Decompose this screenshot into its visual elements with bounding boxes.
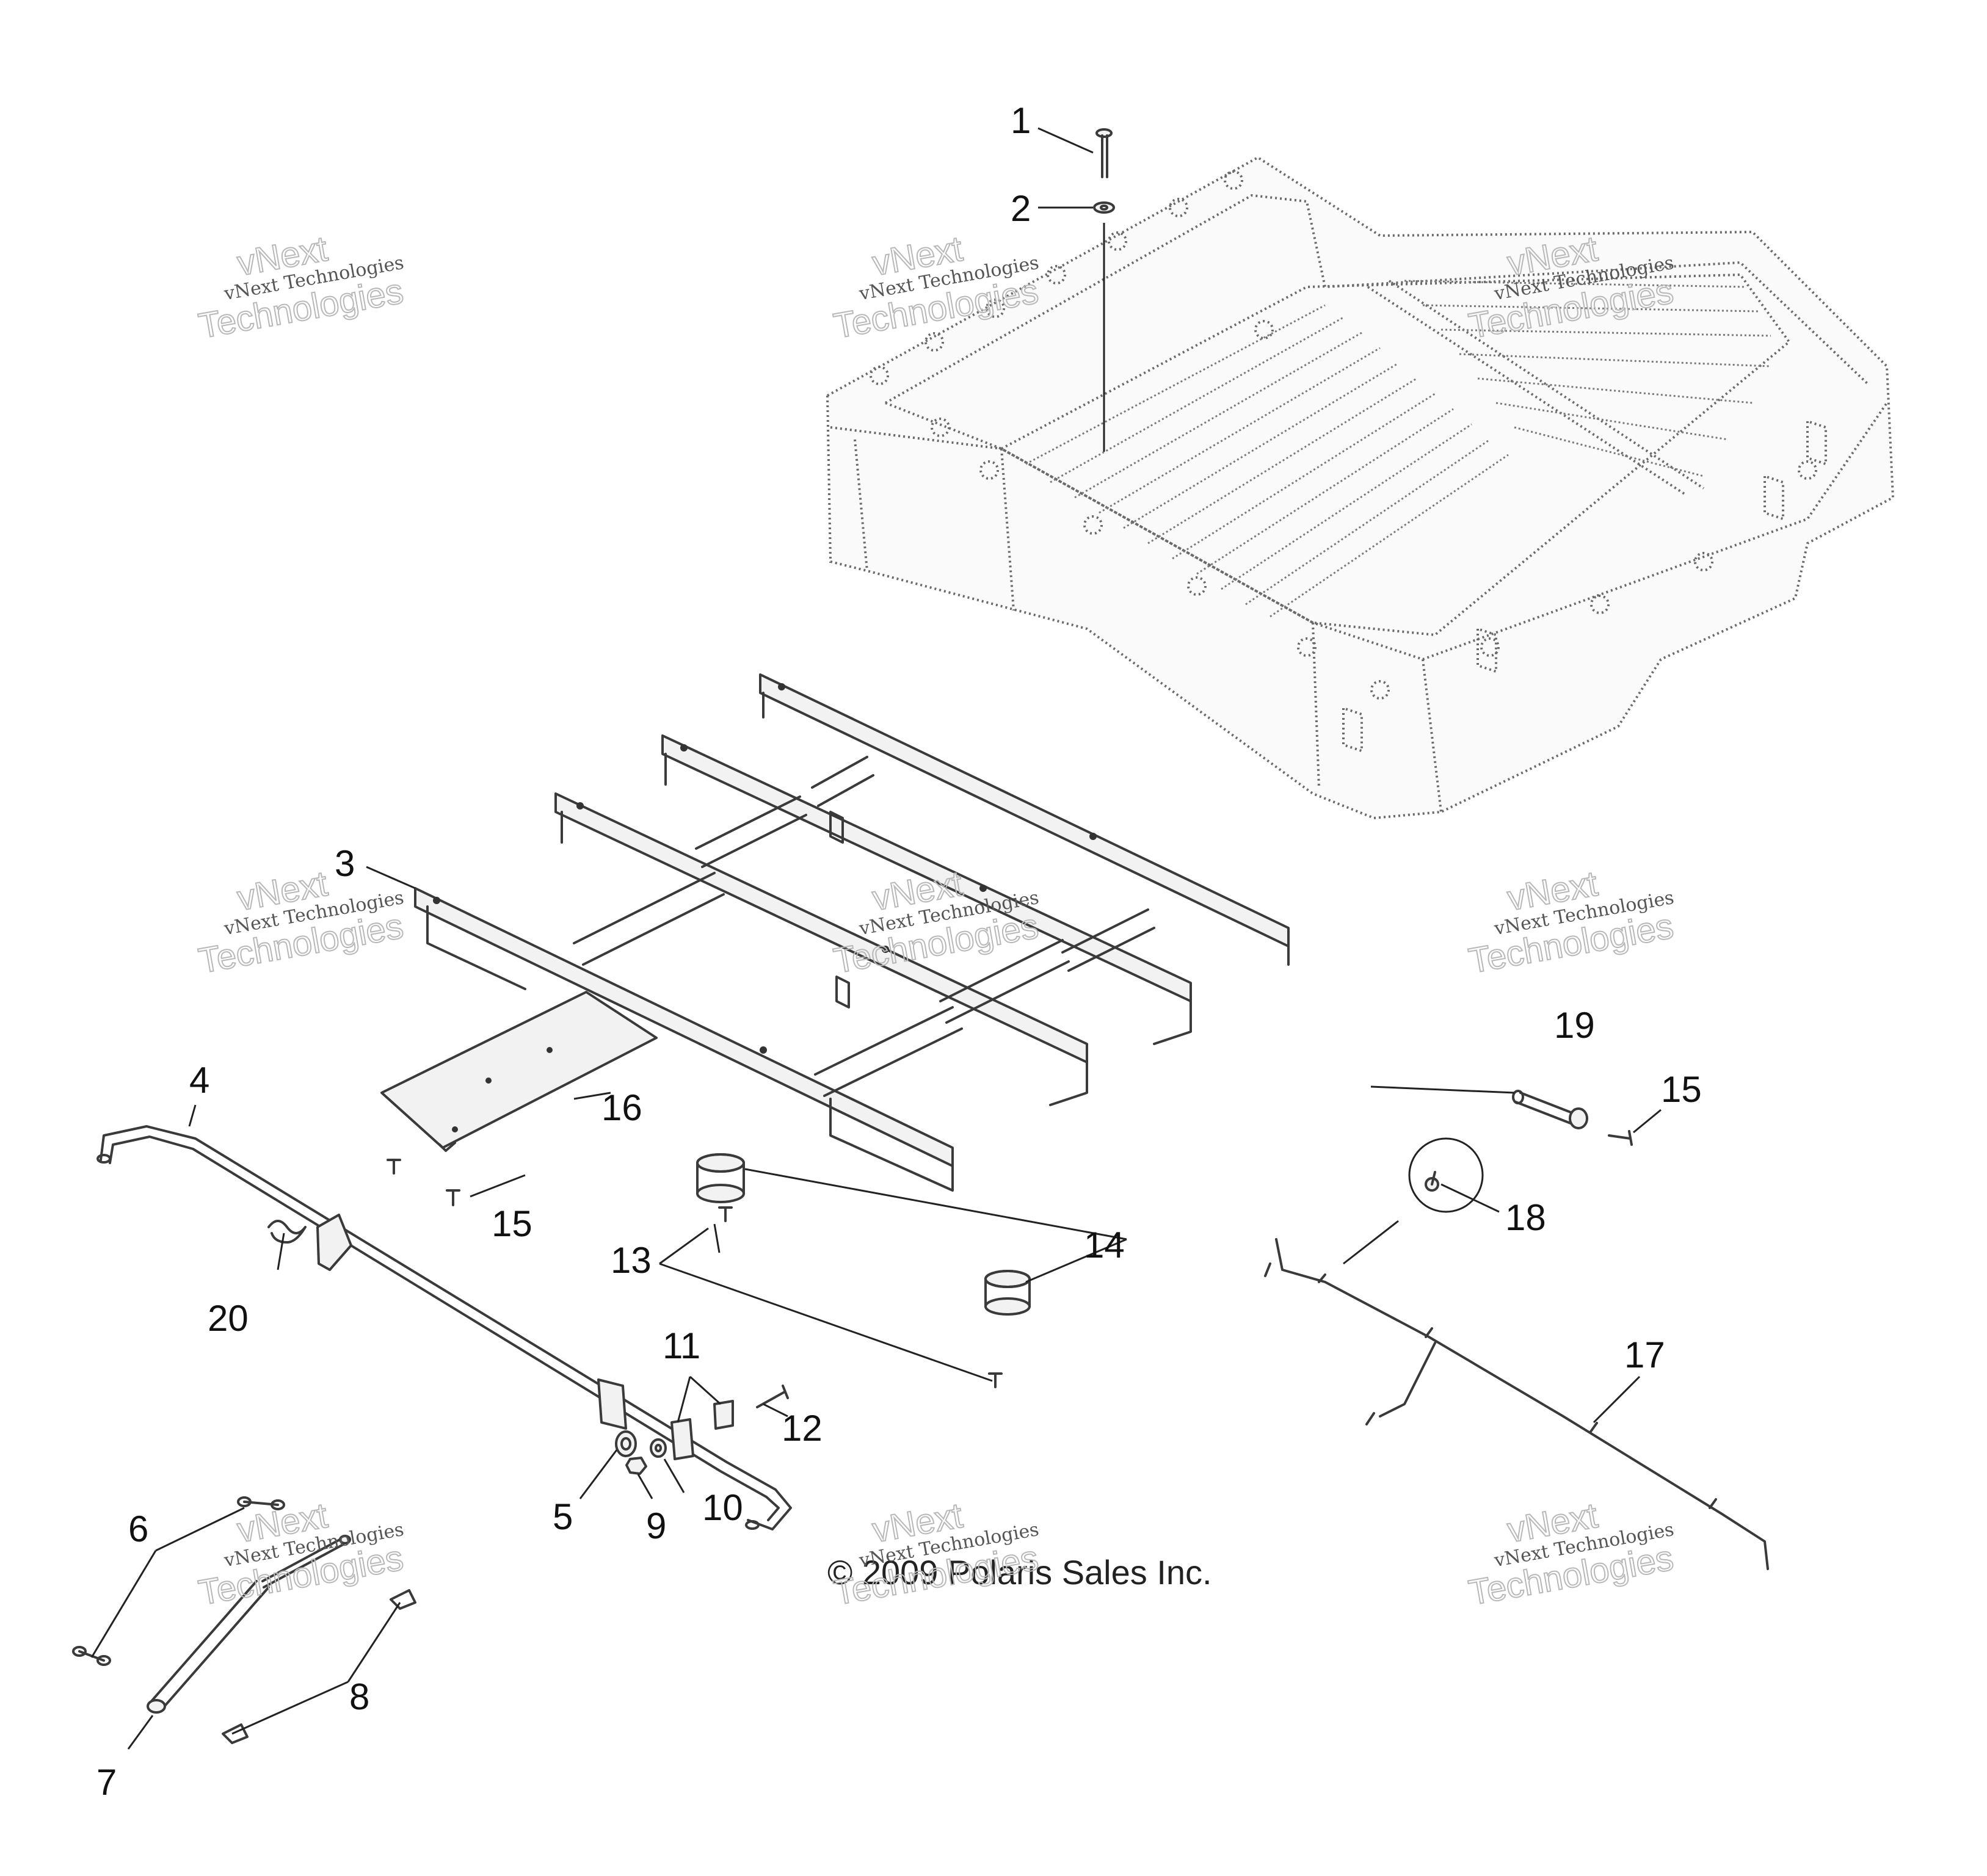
callout-17: 17 <box>1624 1335 1665 1375</box>
harness-clip <box>1408 1137 1484 1213</box>
callout-11: 11 <box>663 1325 700 1366</box>
rubber-bumper-upper <box>696 1153 745 1203</box>
watermarks: vNext vNext Technologies Technologies vN… <box>195 228 1677 1613</box>
bed-frame <box>414 673 1290 1192</box>
fastener-plate <box>387 1159 401 1175</box>
bushing-5 <box>615 1430 637 1457</box>
washer-10 <box>650 1438 667 1458</box>
callout-12: 12 <box>782 1408 823 1449</box>
gas-strut <box>147 1535 351 1714</box>
callout-10: 10 <box>702 1487 743 1528</box>
callout-9: 9 <box>646 1505 666 1546</box>
fastener-15-left <box>446 1189 460 1206</box>
callout-8: 8 <box>349 1676 369 1717</box>
washer-2 <box>1093 201 1115 214</box>
callout-6: 6 <box>128 1508 148 1549</box>
callout-19: 19 <box>1554 1005 1595 1046</box>
cargo-box <box>826 156 1895 820</box>
callout-15-right: 15 <box>1661 1069 1702 1110</box>
tie-down-holes <box>870 170 1817 700</box>
callout-16: 16 <box>601 1087 642 1128</box>
pin-19 <box>1512 1090 1588 1129</box>
callout-15-left: 15 <box>492 1203 532 1244</box>
watermark-5: vNext vNext Technologies Technologies <box>830 863 1042 982</box>
watermark-9: vNext vNext Technologies Technologies <box>1466 1495 1677 1613</box>
watermark-7: vNext vNext Technologies Technologies <box>195 1495 407 1613</box>
wire-harness <box>1264 1238 1769 1570</box>
clip-8-lower <box>222 1723 249 1744</box>
callout-20: 20 <box>208 1298 249 1339</box>
callout-14: 14 <box>1084 1225 1125 1266</box>
bolt-13-upper <box>718 1206 733 1222</box>
leader-lines <box>90 127 1662 1750</box>
callout-7: 7 <box>96 1762 117 1803</box>
watermark-1: vNext vNext Technologies Technologies <box>195 228 407 347</box>
watermark-4: vNext vNext Technologies Technologies <box>195 863 407 982</box>
callout-13: 13 <box>611 1240 652 1281</box>
bolt-15-right <box>1608 1130 1633 1146</box>
skid-plate <box>380 991 658 1152</box>
rubber-bumper-lower <box>984 1270 1031 1316</box>
watermark-6: vNext vNext Technologies Technologies <box>1466 863 1677 982</box>
floor-ribs <box>1025 280 1771 618</box>
callout-5: 5 <box>553 1496 573 1537</box>
bolt-12 <box>756 1385 789 1408</box>
callout-labels: 1 2 3 4 5 6 7 8 9 10 11 12 13 14 15 15 1… <box>96 100 1702 1803</box>
rod-bracket-left <box>316 1214 352 1271</box>
torsion-spring <box>267 1220 307 1244</box>
copyright-notice: © 2009 Polaris Sales Inc. <box>827 1553 1212 1592</box>
rod-bracket-right <box>597 1378 627 1430</box>
bolt-1 <box>1095 128 1113 178</box>
tailgate-rod <box>96 1125 792 1530</box>
clip-8-upper <box>390 1589 416 1610</box>
pivot-pin-upper <box>237 1496 285 1510</box>
callout-3: 3 <box>335 843 355 884</box>
callout-2: 2 <box>1011 188 1031 229</box>
callout-1: 1 <box>1011 100 1031 141</box>
bolt-13-lower <box>988 1372 1003 1388</box>
watermark-8: vNext vNext Technologies Technologies <box>830 1495 1042 1613</box>
nut-9 <box>625 1457 647 1475</box>
bracket-11 <box>670 1400 734 1460</box>
callout-4: 4 <box>189 1060 209 1101</box>
callout-18: 18 <box>1505 1197 1546 1238</box>
